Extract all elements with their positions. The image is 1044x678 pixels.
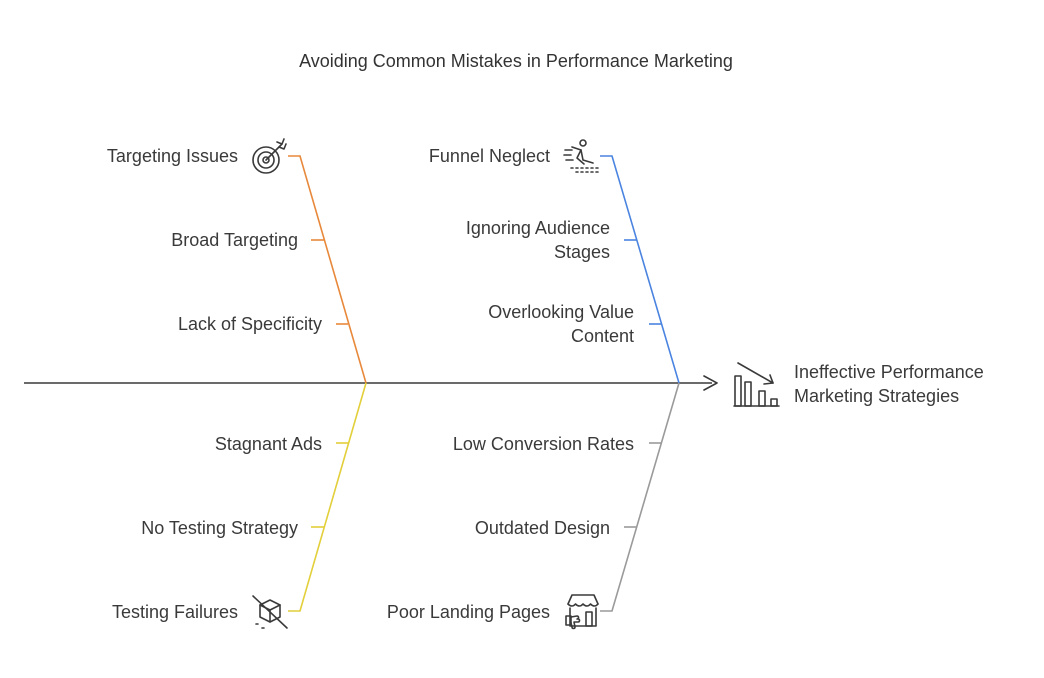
cause-stagnant-ads: Stagnant Ads [215, 434, 322, 454]
cause-low-conversion-rates: Low Conversion Rates [453, 434, 634, 454]
spine [24, 375, 718, 391]
effect-label-line1: Ineffective Performance [794, 362, 984, 382]
storefront-thumbs-down-icon [565, 594, 599, 630]
bone-targeting-line [288, 155, 367, 384]
category-label-funnel: Funnel Neglect [429, 146, 550, 166]
cause-lack-of-specificity: Lack of Specificity [178, 314, 322, 334]
target-dart-icon [252, 138, 287, 174]
effect: Ineffective Performance Marketing Strate… [733, 362, 984, 407]
bone-testing: Stagnant Ads No Testing Strategy Testing… [112, 382, 367, 629]
cause-broad-targeting: Broad Targeting [171, 230, 298, 250]
spine-arrowhead [703, 375, 718, 391]
effect-label-line2: Marketing Strategies [794, 386, 959, 406]
broken-cube-icon [252, 595, 288, 629]
diagram-title: Avoiding Common Mistakes in Performance … [299, 51, 733, 71]
bone-testing-line [288, 382, 367, 612]
bone-landing: Low Conversion Rates Outdated Design Poo… [387, 382, 680, 630]
cause-overlooking-value-line1: Overlooking Value [488, 302, 634, 322]
sliding-person-icon [563, 139, 602, 173]
category-label-targeting: Targeting Issues [107, 146, 238, 166]
cause-ignoring-audience-line2: Stages [554, 242, 610, 262]
category-label-testing: Testing Failures [112, 602, 238, 622]
category-label-landing: Poor Landing Pages [387, 602, 550, 622]
bone-funnel-line [600, 155, 680, 384]
bone-landing-line [600, 382, 680, 612]
bone-funnel: Funnel Neglect Ignoring Audience Stages … [429, 139, 680, 384]
cause-outdated-design: Outdated Design [475, 518, 610, 538]
cause-overlooking-value-line2: Content [571, 326, 634, 346]
declining-bar-chart-icon [733, 362, 780, 407]
cause-no-testing-strategy: No Testing Strategy [141, 518, 298, 538]
bone-targeting: Targeting Issues Broad Targeting Lack of… [107, 138, 367, 384]
cause-ignoring-audience-line1: Ignoring Audience [466, 218, 610, 238]
